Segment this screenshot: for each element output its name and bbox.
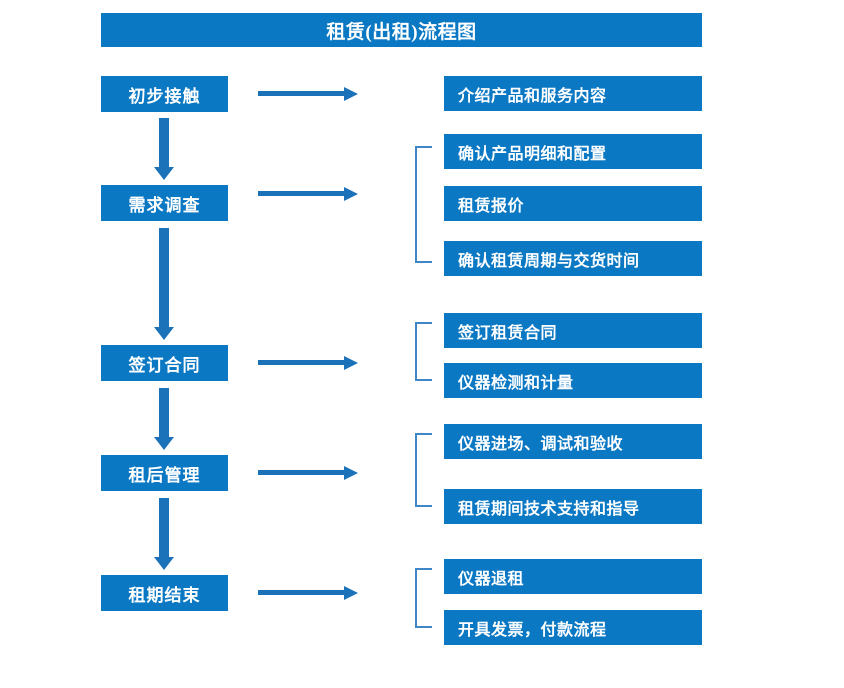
detail-box-2-1[interactable]: 确认产品明细和配置 — [444, 134, 702, 169]
stage-box-label: 初步接触 — [128, 86, 201, 106]
flow-arrow-right-5 — [258, 584, 358, 602]
group-bracket-4 — [414, 433, 434, 507]
flow-arrow-right-2 — [258, 185, 358, 203]
detail-box-label: 确认租赁周期与交货时间 — [458, 252, 640, 270]
flow-arrow-right-1 — [258, 85, 358, 103]
detail-box-label: 介绍产品和服务内容 — [458, 87, 607, 105]
group-bracket-5 — [414, 568, 434, 628]
group-bracket-2 — [414, 146, 434, 263]
flow-arrow-right-4 — [258, 464, 358, 482]
flow-arrow-right-3 — [258, 354, 358, 372]
group-bracket-3 — [414, 322, 434, 381]
detail-box-3-1[interactable]: 签订租赁合同 — [444, 313, 702, 348]
detail-box-2-2[interactable]: 租赁报价 — [444, 186, 702, 221]
flow-arrow-down-2 — [152, 228, 176, 340]
detail-box-label: 租赁报价 — [458, 197, 525, 215]
detail-box-4-1[interactable]: 仪器进场、调试和验收 — [444, 424, 702, 459]
detail-box-5-2[interactable]: 开具发票，付款流程 — [444, 610, 702, 645]
detail-box-label: 确认产品明细和配置 — [458, 145, 607, 163]
detail-box-4-2[interactable]: 租赁期间技术支持和指导 — [444, 489, 702, 524]
stage-box-4[interactable]: 租后管理 — [101, 455, 228, 491]
detail-box-2-3[interactable]: 确认租赁周期与交货时间 — [444, 241, 702, 276]
stage-box-label: 签订合同 — [128, 355, 201, 375]
stage-box-label: 租期结束 — [128, 585, 201, 605]
stage-box-label: 需求调查 — [128, 195, 201, 215]
stage-box-3[interactable]: 签订合同 — [101, 345, 228, 381]
flow-arrow-down-3 — [152, 388, 176, 450]
stage-box-2[interactable]: 需求调查 — [101, 185, 228, 221]
flow-arrow-down-1 — [152, 118, 176, 180]
detail-box-label: 开具发票，付款流程 — [458, 621, 607, 639]
detail-box-1-1[interactable]: 介绍产品和服务内容 — [444, 76, 702, 111]
detail-box-5-1[interactable]: 仪器退租 — [444, 559, 702, 594]
detail-box-label: 签订租赁合同 — [458, 324, 558, 342]
stage-box-1[interactable]: 初步接触 — [101, 76, 228, 112]
stage-box-5[interactable]: 租期结束 — [101, 575, 228, 611]
detail-box-label: 仪器退租 — [458, 570, 525, 588]
page-title: 租赁(出租)流程图 — [101, 13, 702, 47]
detail-box-3-2[interactable]: 仪器检测和计量 — [444, 363, 702, 398]
detail-box-label: 仪器进场、调试和验收 — [458, 435, 624, 453]
detail-box-label: 仪器检测和计量 — [458, 374, 574, 392]
detail-box-label: 租赁期间技术支持和指导 — [458, 500, 640, 518]
stage-box-label: 租后管理 — [128, 465, 201, 485]
flow-arrow-down-4 — [152, 498, 176, 570]
